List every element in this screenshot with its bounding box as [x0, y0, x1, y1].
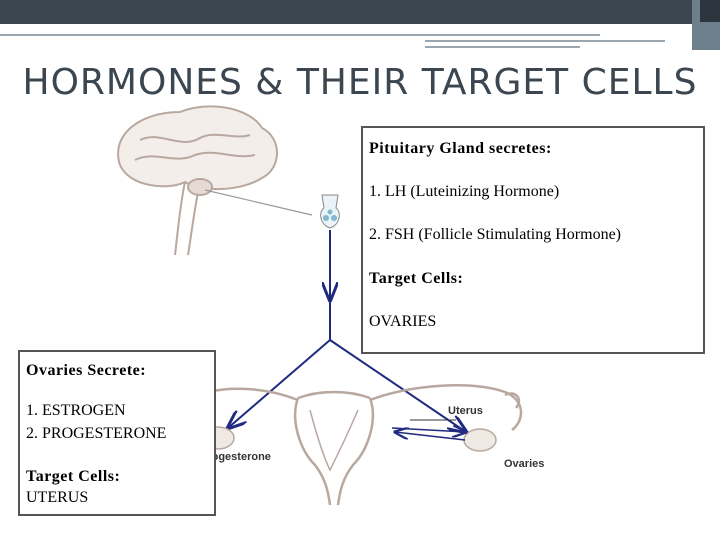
- pituitary-info-box: Pituitary Gland secretes: 1. LH (Luteini…: [361, 126, 705, 354]
- hormone-pathway-arrows: [228, 230, 466, 432]
- uterus-label: Uterus: [448, 405, 483, 417]
- slide-title: HORMONES & THEIR TARGET CELLS: [22, 62, 698, 103]
- pituitary-pointer-line: [204, 189, 313, 216]
- ovaries-item-progesterone: 2. PROGESTERONE: [26, 425, 167, 442]
- slide-corner-accent-dark: [700, 0, 720, 22]
- header-rule: [0, 34, 600, 36]
- pituitary-heading: Pituitary Gland secretes:: [369, 140, 552, 157]
- ovaries-target-value: UTERUS: [26, 489, 89, 506]
- pituitary-item-fsh: 2. FSH (Follicle Stimulating Hormone): [369, 226, 621, 243]
- header-rule-short: [425, 40, 665, 42]
- brain-illustration: [117, 105, 278, 256]
- pituitary-gland-icon: [320, 194, 340, 229]
- pituitary-target-value: OVARIES: [369, 313, 437, 330]
- ovaries-target-heading: Target Cells:: [26, 468, 121, 485]
- right-ovary-illustration: [463, 428, 497, 452]
- slide-top-bar: [0, 0, 720, 24]
- ovaries-heading: Ovaries Secrete:: [26, 362, 147, 379]
- uterus-to-ovary-arrow: [391, 428, 466, 432]
- ovary-to-uterus-arrow: [395, 432, 466, 441]
- header-rule-shorter: [425, 46, 580, 48]
- ovaries-item-estrogen: 1. ESTROGEN: [26, 402, 126, 419]
- ovaries-label: Ovaries: [504, 458, 544, 470]
- progesterone-label: Progesterone: [200, 451, 271, 463]
- pituitary-item-lh: 1. LH (Luteinizing Hormone): [369, 183, 560, 200]
- pituitary-target-heading: Target Cells:: [369, 270, 464, 287]
- ovaries-info-box: Ovaries Secrete: 1. ESTROGEN 2. PROGESTE…: [18, 350, 216, 516]
